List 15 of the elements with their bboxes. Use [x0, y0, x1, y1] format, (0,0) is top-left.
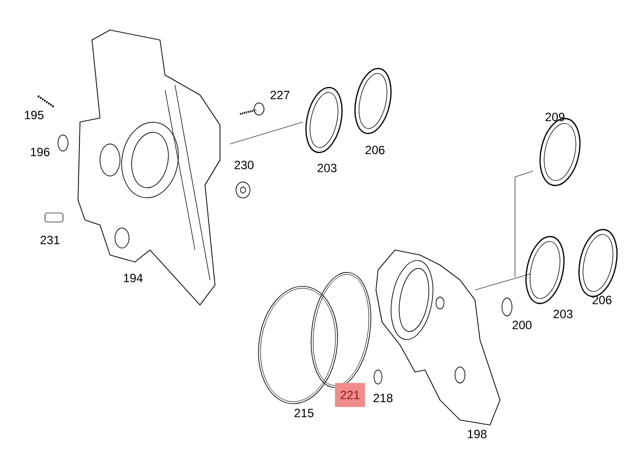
callout-number: 200 — [512, 320, 532, 330]
highlighted-callout: 221 — [335, 383, 365, 407]
callout-number: 203 — [318, 164, 336, 172]
callout-number: 215 — [294, 408, 314, 418]
callout-number: 227 — [270, 90, 290, 100]
callout-number: 203 — [554, 310, 572, 318]
callout-number: 196 — [30, 148, 50, 156]
callout-number: 206 — [366, 146, 384, 154]
callout-number: 195 — [24, 110, 44, 120]
callout-number: 231 — [40, 236, 60, 244]
callout-number: 194 — [124, 274, 143, 282]
callout-number: 209 — [546, 112, 564, 122]
callout-number: 198 — [468, 430, 486, 438]
callout-number: 206 — [592, 296, 612, 304]
callout-number: 230 — [234, 160, 254, 170]
